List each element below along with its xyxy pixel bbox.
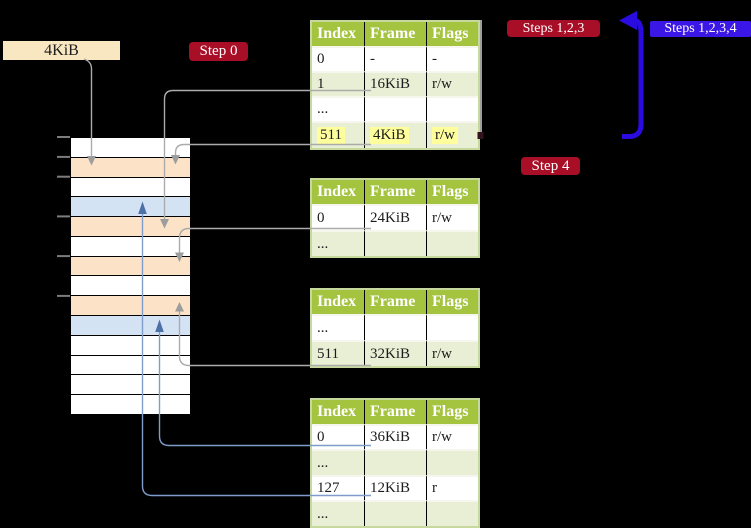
- table-cell: 36KiB: [365, 424, 427, 449]
- table-cell: 12KiB: [365, 475, 427, 500]
- physical-memory-column: [70, 137, 191, 415]
- table-cell: 32KiB: [365, 340, 427, 366]
- table2-header-index: Index: [312, 180, 365, 204]
- memory-row-pagetable: [71, 295, 190, 316]
- table-cell: [427, 449, 478, 475]
- table-cell-highlighted: r/w: [427, 121, 478, 148]
- memory-row-free: [71, 394, 190, 414]
- table-cell: [427, 230, 478, 256]
- page-table-3: Index Frame Flags ... 511 32KiB r/w: [310, 288, 480, 368]
- page-table-1: Index Frame Flags 0 - - 1 16KiB r/w ... …: [310, 20, 480, 150]
- table-cell: [427, 96, 478, 121]
- root-frame-label-text: 4KiB: [44, 41, 79, 59]
- table-cell: 1: [312, 71, 365, 96]
- table-cell: ...: [312, 96, 365, 121]
- memory-row-pagetable: [71, 156, 190, 177]
- root-frame-label: 4KiB: [3, 41, 120, 60]
- memory-row-pagetable: [71, 255, 190, 276]
- table-cell: -: [427, 46, 478, 71]
- table-cell: r/w: [427, 340, 478, 366]
- table-cell: -: [365, 46, 427, 71]
- table1-header-frame: Frame: [365, 22, 427, 46]
- table-cell: ...: [312, 314, 365, 340]
- table-cell: ...: [312, 230, 365, 256]
- table-cell-highlighted: 511: [312, 121, 365, 148]
- table-cell: [365, 230, 427, 256]
- memory-row-free: [71, 176, 190, 197]
- badge-steps-1-2-3: Steps 1,2,3: [507, 20, 600, 37]
- table3-header-flags: Flags: [427, 290, 478, 314]
- table-cell: [365, 314, 427, 340]
- table-cell: [365, 96, 427, 121]
- table-cell: r/w: [427, 71, 478, 96]
- table1-header-index: Index: [312, 22, 365, 46]
- arrow-steps-loop: [619, 11, 644, 139]
- memory-row-free: [71, 374, 190, 395]
- table3-header-frame: Frame: [365, 290, 427, 314]
- memory-tick-marks: [57, 136, 70, 297]
- table4-header-index: Index: [312, 400, 365, 424]
- memory-row-pagetable: [71, 216, 190, 236]
- table-cell-highlighted: 4KiB: [365, 121, 427, 148]
- page-table-2: Index Frame Flags 0 24KiB r/w ...: [310, 178, 480, 258]
- table-cell: 24KiB: [365, 204, 427, 230]
- table4-header-frame: Frame: [365, 400, 427, 424]
- table-cell: r: [427, 475, 478, 500]
- table2-header-flags: Flags: [427, 180, 478, 204]
- table-cell: [365, 500, 427, 526]
- table-cell: [427, 500, 478, 526]
- badge-step-0: Step 0: [189, 42, 248, 61]
- memory-row-free: [71, 275, 190, 296]
- table-cell: 0: [312, 424, 365, 449]
- table-cell: r/w: [427, 204, 478, 230]
- badge-steps-1-2-3-4: Steps 1,2,3,4: [650, 21, 751, 37]
- table4-header-flags: Flags: [427, 400, 478, 424]
- table-cell: 0: [312, 46, 365, 71]
- table-cell: [427, 314, 478, 340]
- table-cell: 511: [312, 340, 365, 366]
- table-cell: ...: [312, 500, 365, 526]
- table1-header-flags: Flags: [427, 22, 478, 46]
- memory-row-page: [71, 196, 190, 217]
- table-cell: ...: [312, 449, 365, 475]
- page-table-4: Index Frame Flags 0 36KiB r/w ... 127 12…: [310, 398, 480, 528]
- table3-header-index: Index: [312, 290, 365, 314]
- memory-row-free: [71, 354, 190, 375]
- table-cell: 0: [312, 204, 365, 230]
- table-cell: [365, 449, 427, 475]
- table2-header-frame: Frame: [365, 180, 427, 204]
- badge-step-4: Step 4: [521, 157, 580, 175]
- memory-row-free: [71, 235, 190, 256]
- table-cell: 16KiB: [365, 71, 427, 96]
- memory-row-free: [71, 138, 190, 157]
- memory-row-page: [71, 315, 190, 335]
- table-cell: 127: [312, 475, 365, 500]
- memory-row-free: [71, 334, 190, 355]
- table-cell: r/w: [427, 424, 478, 449]
